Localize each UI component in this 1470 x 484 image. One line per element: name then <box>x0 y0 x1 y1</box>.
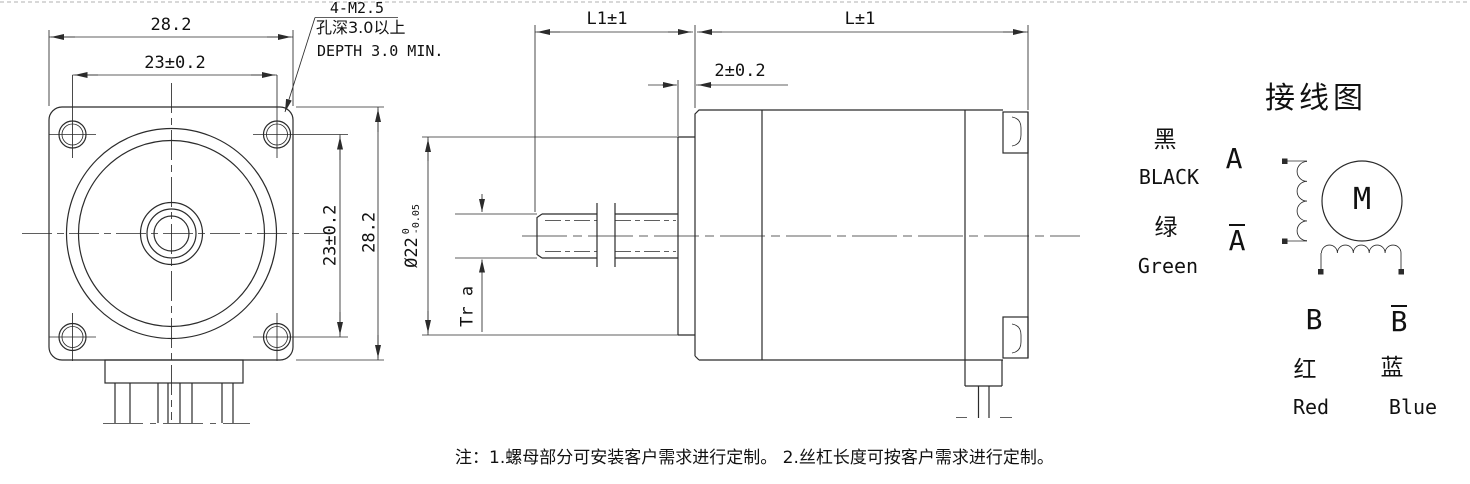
front-view-mounting-holes <box>49 75 348 361</box>
side-view-dimensions <box>422 25 1029 336</box>
dim-boss-diameter-value: Ø22 <box>401 237 422 268</box>
motor-symbol-circle <box>1321 160 1403 242</box>
dim-thread-spec: Tr a <box>457 285 478 327</box>
lead-a-color-cn: 黑 <box>1153 127 1177 153</box>
motor-symbol-label: M <box>1352 182 1372 217</box>
dim-screw-length: L1±1 <box>586 9 628 29</box>
dim-front-width: 28.2 <box>150 15 192 35</box>
dim-boss-thickness: 2±0.2 <box>714 61 766 81</box>
lead-bbar-color-en: Blue <box>1388 395 1438 419</box>
dim-boss-diameter: Ø22 0 -0.05 <box>397 184 427 288</box>
front-view-dimensions <box>48 17 398 361</box>
wiring-circuit <box>1282 158 1404 275</box>
dim-front-hole-spacing-v: 23±0.2 <box>320 204 341 267</box>
front-view-outline <box>48 106 294 424</box>
lead-abar-color-en: Green <box>1137 254 1199 278</box>
phase-abar-label: A <box>1228 224 1246 257</box>
side-view-lead-screw <box>536 203 678 267</box>
wiring-title: 接线图 <box>1265 81 1367 116</box>
phase-a-label: A <box>1225 142 1243 175</box>
dim-front-hole-spacing-h: 23±0.2 <box>144 53 206 73</box>
lead-abar-color-cn: 绿 <box>1154 215 1178 241</box>
phase-b-label: B <box>1305 303 1323 336</box>
dim-boss-diameter-tolerance: 0 -0.05 <box>400 204 423 235</box>
lead-bbar-color-cn: 蓝 <box>1380 355 1404 381</box>
callout-depth-cn: 孔深3.0以上 <box>316 18 406 37</box>
dim-body-length: L±1 <box>844 9 876 29</box>
side-view-motor-body <box>677 109 1029 418</box>
front-view-centerlines <box>22 83 327 420</box>
callout-thread-spec: 4-M2.5 <box>329 0 385 17</box>
phase-bbar-label: B <box>1390 305 1408 338</box>
dim-front-height: 28.2 <box>359 211 380 253</box>
lead-b-color-en: Red <box>1292 395 1330 419</box>
callout-depth-en: DEPTH 3.0 MIN. <box>317 42 444 60</box>
customization-note: 注：1.螺母部分可安装客户需求进行定制。 2.丝杠长度可按客户需求进行定制。 <box>455 448 1054 468</box>
lead-b-color-cn: 红 <box>1293 357 1317 383</box>
lead-a-color-en: BLACK <box>1138 165 1200 189</box>
